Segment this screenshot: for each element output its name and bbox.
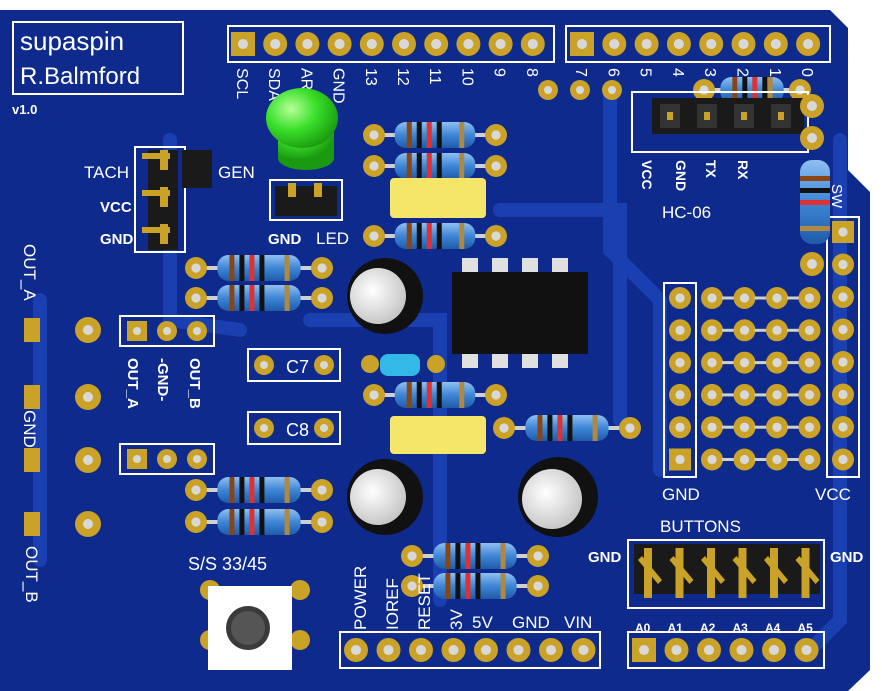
brand-author: R.Balmford <box>20 63 140 90</box>
proto-vcc-label: VCC <box>815 485 851 504</box>
header-top-left-label: 13 <box>362 68 379 86</box>
tach-label: TACH <box>84 163 129 182</box>
bluetooth-header <box>631 91 809 153</box>
resistors <box>185 77 811 599</box>
bt-rx-label: RX <box>735 160 751 180</box>
analog-header <box>627 631 825 669</box>
yellow-capacitors <box>390 178 486 454</box>
power-pin-label: 3V <box>447 609 466 630</box>
out-a-edge-label: OUT_A <box>20 244 39 301</box>
header-top-left-label: SCL <box>233 68 250 99</box>
bt-module-label: HC-06 <box>662 203 711 222</box>
c7-footprint <box>247 348 341 382</box>
bt-tx-label: TX <box>703 160 719 179</box>
led-gnd-label: GND <box>268 231 302 248</box>
buttons-header <box>627 539 825 609</box>
header-top-left-label: 12 <box>394 68 411 86</box>
header-top-right-label: 0 <box>798 68 815 77</box>
header-top-left-label: 11 <box>426 68 443 85</box>
header-top-right-label: 3 <box>701 68 718 77</box>
buttons-title: BUTTONS <box>660 517 741 536</box>
header-top-right-label: 1 <box>766 68 783 77</box>
header-top-left-label: GND <box>330 68 347 104</box>
c8-label: C8 <box>286 420 309 440</box>
power-pin-label: POWER <box>351 566 370 630</box>
power-pin-label: IOREF <box>383 578 402 630</box>
tach-vcc-label: VCC <box>100 199 132 216</box>
power-pin-label: 5V <box>472 613 493 632</box>
header-top-right <box>565 25 831 63</box>
out-header-gnd-label: -GND- <box>154 358 171 401</box>
electrolytic-capacitors <box>347 258 598 537</box>
header-top-right-label: 6 <box>604 68 621 77</box>
power-pin-label: RESET <box>415 573 434 630</box>
gnd-edge-label: GND <box>20 410 39 448</box>
header-top-left-label: 9 <box>491 68 508 77</box>
led-header <box>269 179 343 221</box>
ic-chip <box>452 258 588 368</box>
header-top-left-label: 8 <box>523 68 540 77</box>
out-header-a-label: OUT_A <box>124 358 141 409</box>
branding-box <box>12 21 184 95</box>
ceramic-capacitor <box>361 354 445 376</box>
power-header <box>339 631 601 669</box>
header-top-left <box>227 25 555 63</box>
header-top-right-label: 7 <box>572 68 589 77</box>
led-label: LED <box>316 229 349 248</box>
header-top-left-label: AR <box>297 68 314 90</box>
buttons-gnd-right: GND <box>830 549 864 566</box>
out-header-bottom <box>119 443 215 475</box>
gen-label: GEN <box>218 163 255 182</box>
header-top-right-label: 4 <box>669 68 686 77</box>
proto-gnd-label: GND <box>662 485 700 504</box>
header-top-left-label: 10 <box>458 68 475 86</box>
tach-gnd-label: GND <box>100 231 134 248</box>
tach-header <box>134 146 212 253</box>
bt-gnd-label: GND <box>673 160 689 191</box>
header-top-right-label: 2 <box>734 68 751 77</box>
header-top-right-label: 5 <box>637 68 654 77</box>
aux-pads <box>538 80 622 100</box>
power-pin-label: VIN <box>564 613 592 632</box>
header-top-left-label: SDA <box>265 68 282 101</box>
buttons-gnd-left: GND <box>588 549 622 566</box>
brand-name: supaspin <box>20 26 124 56</box>
green-led <box>266 88 338 170</box>
vertical-resistor <box>800 94 830 276</box>
start-stop-label: S/S 33/45 <box>188 554 267 574</box>
out-header-b-label: OUT_B <box>186 358 203 409</box>
output-pads <box>24 317 101 537</box>
sw-column <box>826 216 860 478</box>
power-pin-label: GND <box>512 613 550 632</box>
sw-label: SW <box>828 184 845 209</box>
out-header-top <box>119 315 215 347</box>
brand-version: v1.0 <box>12 102 37 117</box>
out-b-edge-label: OUT_B <box>22 546 41 603</box>
start-stop-switch[interactable] <box>200 580 310 670</box>
proto-area <box>663 282 821 478</box>
c7-label: C7 <box>286 357 309 377</box>
bt-vcc-label: VCC <box>639 160 655 190</box>
c8-footprint <box>247 411 341 445</box>
